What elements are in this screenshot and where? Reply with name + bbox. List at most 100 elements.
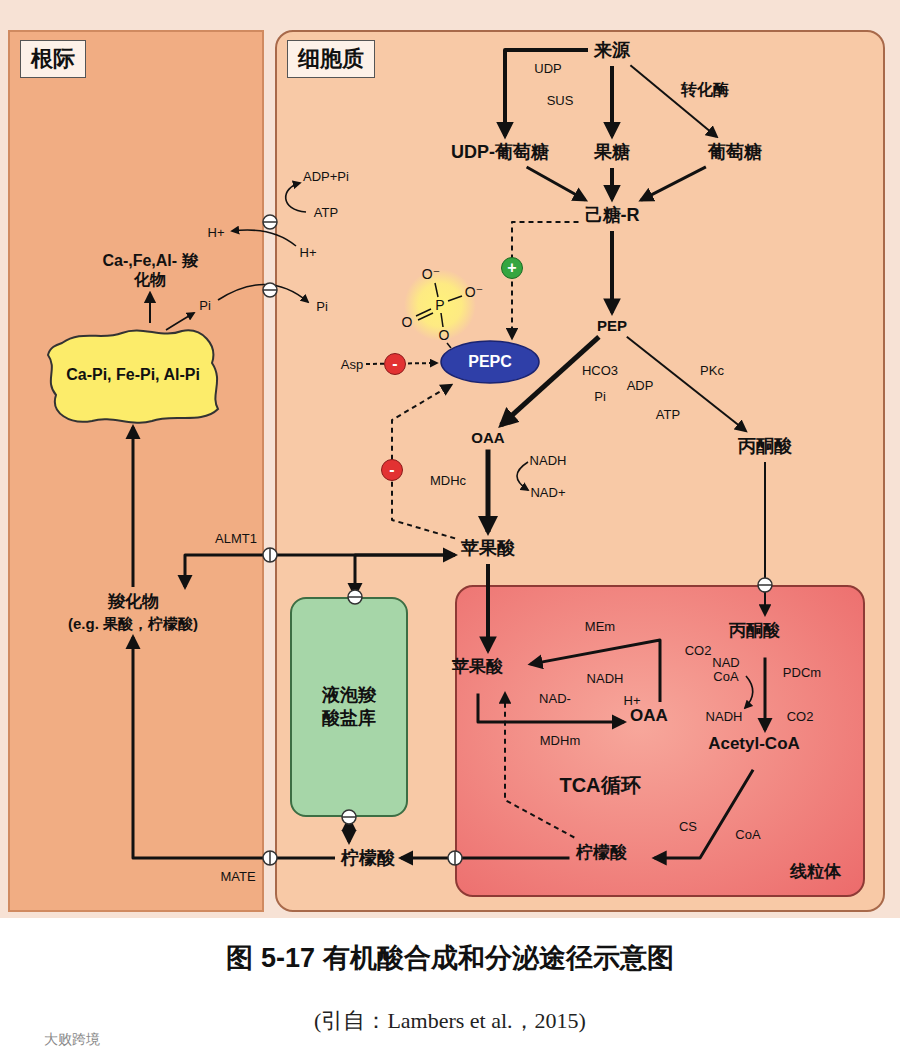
regulation-arrow: [512, 222, 579, 338]
flux-arrow: [501, 337, 599, 425]
metabolite: 柠檬酸: [337, 844, 399, 872]
node-text: 液泡羧酸盐库: [319, 684, 378, 731]
label-wrap: ALMT1: [215, 531, 257, 546]
node-text: Ca-Pi, Fe-Pi, Al-Pi: [66, 366, 200, 384]
text-label: NADH: [706, 709, 743, 724]
label-wrap: O⁻: [465, 284, 483, 300]
label-wrap: Pi: [199, 298, 211, 313]
text-label: ATP: [314, 205, 338, 220]
flux-arrow: [355, 555, 455, 595]
text-label: Asp: [341, 357, 363, 372]
label-wrap: CO2: [787, 709, 814, 724]
metabolite: UDP-葡萄糖: [447, 138, 553, 166]
flux-arrow: [132, 427, 135, 587]
text-label: Pi: [199, 298, 211, 313]
label-wrap: 转化酶: [681, 80, 729, 101]
label-wrap: O⁻: [422, 266, 440, 282]
transporter: [263, 548, 277, 562]
metabolite: 果糖: [590, 138, 634, 166]
cofactor-arrow: [517, 462, 528, 490]
metabolite: OAA: [467, 427, 508, 448]
text-label: Pi: [594, 389, 606, 404]
label-wrap: H+: [208, 225, 225, 240]
node-text: 果糖: [590, 138, 634, 166]
label-wrap: -: [384, 353, 406, 375]
text-label: HCO3: [582, 363, 618, 378]
node-text: 来源: [590, 36, 634, 64]
flux-arrow: [630, 65, 716, 136]
text-label: NADH: [530, 453, 567, 468]
transporter: [342, 810, 356, 824]
metabolite: Acetyl-CoA: [704, 732, 826, 768]
inhibition-sign: -: [381, 459, 403, 481]
label-wrap: Asp: [341, 357, 363, 372]
bond: [448, 296, 462, 301]
text-label: NAD-: [539, 691, 571, 706]
panel-heading: 根际: [20, 40, 86, 78]
text-label: ATP: [656, 407, 680, 422]
text-label: P: [435, 297, 444, 313]
caption-wrap: (引自：Lambers et al.，2015): [0, 1006, 900, 1036]
label-wrap: NAD-: [539, 691, 571, 706]
release-arrow: [166, 313, 194, 330]
label-wrap: NADH: [530, 453, 567, 468]
node-text: 线粒体: [790, 860, 841, 883]
text-label: NAD+: [530, 485, 565, 500]
compound-label: Ca-,Fe,Al- 羧化物: [98, 249, 202, 291]
metabolite: 苹果酸: [457, 534, 519, 562]
node-text: 葡萄糖: [704, 138, 766, 166]
node-text: OAA: [467, 427, 508, 448]
text-label: NAD CoA: [710, 656, 741, 685]
node-text: PEPC: [468, 353, 512, 371]
metabolite: 己糖-R: [581, 201, 644, 229]
transporter-name: ALMT1: [215, 531, 257, 546]
bond: [447, 343, 451, 348]
text-label: H+: [624, 693, 641, 708]
transporter: [263, 283, 277, 297]
label-wrap: NAD+: [530, 485, 565, 500]
flux-arrow: [655, 770, 754, 858]
node-text: 柠檬酸: [337, 844, 399, 872]
label-wrap: Pi: [316, 299, 328, 314]
text-label: CO2: [787, 709, 814, 724]
inhibition-sign: -: [384, 353, 406, 375]
label-wrap: H+: [624, 693, 641, 708]
flux-arrow: [149, 293, 151, 323]
text-label: CoA: [735, 827, 760, 842]
label-wrap: PKc: [700, 363, 724, 378]
vacuole-box: 液泡羧酸盐库: [290, 597, 408, 817]
label-wrap: PDCm: [783, 665, 821, 680]
metabolite: 柠檬酸: [572, 839, 653, 878]
cofactor-arrow: [745, 676, 753, 708]
rhizosphere-panel: 根际Ca-,Fe,Al- 羧化物Ca-Pi, Fe-Pi, Al-Pi羧化物(e…: [8, 30, 264, 912]
text-label: H+: [208, 225, 225, 240]
label-wrap: +: [501, 257, 523, 279]
text-label: SUS: [547, 93, 574, 108]
label-wrap: ADP+Pi: [303, 169, 349, 184]
text-label: 转化酶: [681, 80, 729, 101]
node-text: (e.g. 果酸，柠檬酸): [64, 614, 202, 635]
text-label: PDCm: [783, 665, 821, 680]
mitochondrion-box: 线粒体苹果酸丙酮酸OAAAcetyl-CoA柠檬酸: [455, 585, 865, 897]
flux-arrow: [627, 337, 746, 431]
text-label: UDP: [534, 61, 561, 76]
transporter-name: MATE: [220, 869, 255, 884]
transporter: [448, 851, 462, 865]
metabolite: OAA: [626, 704, 694, 740]
metabolite: 丙酮酸: [734, 432, 796, 460]
metabolite: 葡萄糖: [704, 138, 766, 166]
label-wrap: 大败跨境: [44, 1031, 100, 1049]
label-wrap: O: [439, 327, 450, 343]
transporter: [758, 578, 772, 592]
label-wrap: MEm: [585, 619, 615, 634]
node-text: 苹果酸: [448, 653, 507, 680]
flux-arrow: [505, 50, 588, 136]
label-wrap: SUS: [547, 93, 574, 108]
figure-caption: (引自：Lambers et al.，2015): [0, 1006, 900, 1036]
node-text: 柠檬酸: [572, 839, 631, 866]
text-label: O: [439, 327, 450, 343]
watermark: 大败跨境: [44, 1031, 100, 1049]
text-label: CS: [679, 819, 697, 834]
node-text: 苹果酸: [457, 534, 519, 562]
